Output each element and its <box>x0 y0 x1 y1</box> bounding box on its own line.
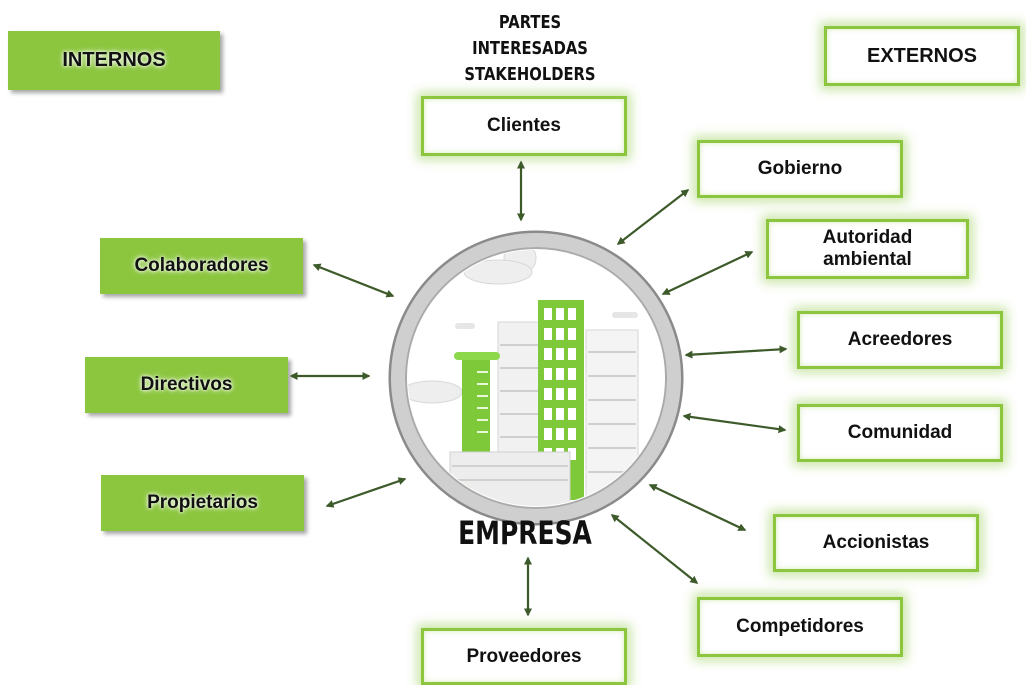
stakeholder-autoridad-ambiental: Autoridad ambiental <box>766 219 969 279</box>
stakeholder-label: Clientes <box>487 115 561 136</box>
stakeholder-propietarios: Propietarios <box>101 475 304 531</box>
company-building-emblem <box>388 230 684 526</box>
stakeholder-colaboradores: Colaboradores <box>100 238 303 294</box>
stakeholder-label: Gobierno <box>757 158 843 179</box>
arrow-colaboradores <box>312 263 395 298</box>
stakeholder-directivos: Directivos <box>85 357 288 413</box>
arrow-autoridad <box>661 251 754 295</box>
stakeholder-comunidad: Comunidad <box>797 404 1003 462</box>
arrow-comunidad <box>682 412 787 434</box>
stakeholder-label: Propietarios <box>147 492 258 513</box>
diagram-title: PARTES INTERESADAS STAKEHOLDERS <box>440 10 620 88</box>
title-line-1: PARTES INTERESADAS <box>472 12 588 59</box>
stakeholder-label: Proveedores <box>466 645 582 667</box>
arrow-accionistas <box>648 484 747 531</box>
arrow-propietarios <box>325 477 407 508</box>
stakeholder-acreedores: Acreedores <box>797 311 1003 369</box>
arrow-gobierno <box>616 189 690 245</box>
stakeholder-clientes: Clientes <box>421 96 627 156</box>
stakeholder-label-line-1: Autoridad <box>822 227 913 248</box>
stakeholder-label: Accionistas <box>822 532 930 553</box>
stakeholder-competidores: Competidores <box>697 597 903 657</box>
stakeholder-label: Comunidad <box>847 422 953 443</box>
title-line-2: STAKEHOLDERS <box>464 64 596 85</box>
group-internal-label: INTERNOS <box>62 49 166 71</box>
stakeholder-proveedores: Proveedores <box>421 628 627 685</box>
arrow-acreedores <box>684 345 788 359</box>
stakeholder-accionistas: Accionistas <box>773 514 979 572</box>
stakeholder-label: Competidores <box>736 616 864 637</box>
stakeholder-label: Colaboradores <box>134 255 269 276</box>
connector-arrows <box>289 160 788 617</box>
group-external: EXTERNOS <box>824 26 1020 86</box>
stakeholder-label-line-2: ambiental <box>823 249 912 270</box>
company-label: EMPRESA <box>458 514 592 552</box>
stakeholder-label: Acreedores <box>847 329 953 350</box>
arrow-competidores <box>610 514 699 584</box>
stakeholder-label: Directivos <box>140 374 233 395</box>
group-external-label: EXTERNOS <box>866 45 978 67</box>
group-internal: INTERNOS <box>8 31 220 90</box>
stakeholder-gobierno: Gobierno <box>697 140 903 198</box>
